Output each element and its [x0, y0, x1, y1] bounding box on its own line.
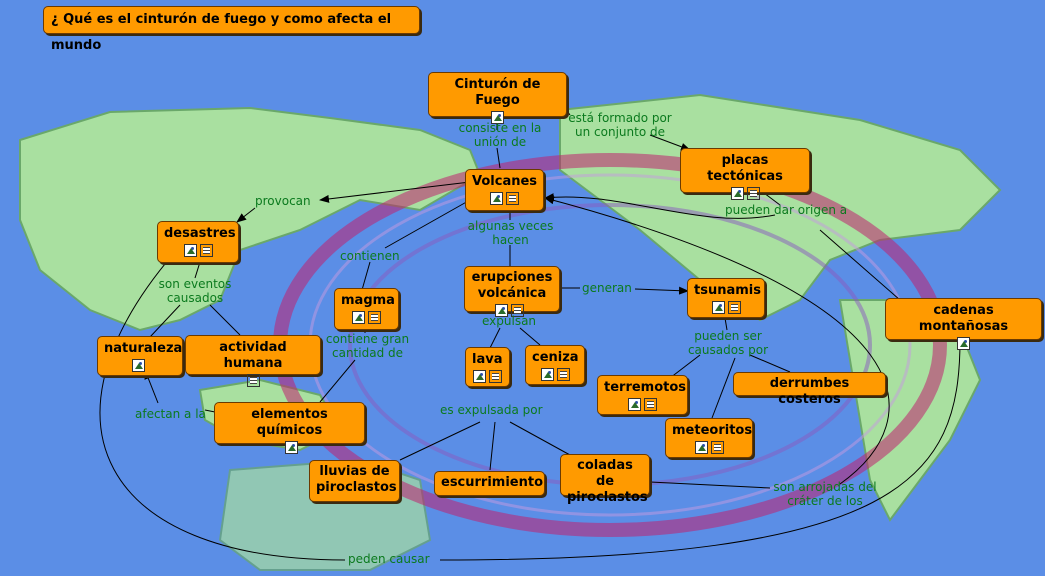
concept-label: tsunamis [694, 283, 761, 298]
concept-label: lava [472, 352, 503, 367]
concept-naturaleza[interactable]: naturaleza [97, 336, 183, 376]
concept-label: meteoritos [672, 423, 753, 438]
concept-tsunamis[interactable]: tsunamis [687, 278, 765, 318]
concept-label: cadenas montañosas [918, 303, 1009, 334]
link-label-expulsan: expulsan [482, 314, 537, 328]
image-icon[interactable] [730, 187, 744, 200]
concept-label: elementos químicos [251, 407, 328, 438]
concept-label: actividad humana [219, 340, 287, 371]
image-icon[interactable] [957, 337, 970, 350]
concept-lava[interactable]: lava [465, 347, 510, 387]
image-icon[interactable] [285, 441, 298, 454]
document-icon[interactable] [368, 311, 381, 324]
link-label-arrojadas: son arrojadas del cráter de los [773, 480, 877, 508]
document-icon[interactable] [746, 187, 760, 200]
concept-desastres[interactable]: desastres [157, 221, 239, 263]
link-label-peden: peden causar [348, 552, 430, 566]
concept-label: lluvias de piroclastos [316, 464, 397, 495]
link-label-afectan: afectan a la [135, 407, 206, 421]
document-icon[interactable] [199, 244, 213, 257]
image-icon[interactable] [132, 359, 145, 372]
concept-volcanes[interactable]: Volcanes [465, 169, 544, 211]
image-icon[interactable] [694, 441, 708, 454]
link-label-provocan: provocan [255, 194, 311, 208]
document-icon[interactable] [556, 368, 570, 381]
concept-terremotos[interactable]: terremotos [597, 375, 688, 415]
link-label-contienen: contienen [340, 249, 400, 263]
concept-elementos-quimicos[interactable]: elementos químicos [214, 402, 365, 454]
concept-label: magma [341, 293, 395, 308]
image-icon[interactable] [183, 244, 197, 257]
image-icon[interactable] [628, 398, 641, 411]
image-icon[interactable] [491, 111, 504, 124]
concept-cinturon-de-fuego[interactable]: Cinturón de Fuego [428, 72, 567, 124]
concept-lluvias-de-piroclastos[interactable]: lluvias de piroclastos [309, 460, 400, 502]
erupciones-icons [495, 304, 524, 317]
concept-label: naturaleza [104, 341, 183, 356]
document-icon[interactable] [644, 398, 657, 411]
concept-label: coladas de piroclastos [567, 458, 648, 505]
image-icon[interactable] [495, 304, 508, 317]
document-icon[interactable] [710, 441, 724, 454]
concept-coladas-de-piroclastos[interactable]: coladas de piroclastos [560, 454, 650, 505]
link-label-eventos: son eventos causados [158, 277, 232, 305]
concept-label: ceniza [532, 350, 579, 365]
image-icon[interactable] [352, 311, 365, 324]
link-label-consiste: consiste en la unión de [458, 121, 542, 149]
link-label-causados: pueden ser causados por [687, 329, 769, 357]
concept-label: erupciones volcánica [471, 270, 553, 301]
concept-cadenas-montanosas[interactable]: cadenas montañosas [885, 298, 1042, 350]
concept-label: placas tectónicas [707, 153, 783, 184]
concept-label: terremotos [604, 380, 687, 395]
document-icon[interactable] [511, 304, 524, 317]
link-label-pueden-origen: pueden dar origen a [725, 203, 848, 217]
link-label-expulsada: es expulsada por [440, 403, 543, 417]
document-icon[interactable] [246, 374, 260, 387]
concept-label: escurrimiento [441, 475, 544, 490]
asia-landmass [19, 106, 482, 332]
concept-label: derrumbes costeros [769, 376, 850, 407]
concept-magma[interactable]: magma [334, 288, 399, 330]
link-label-algunas: algunas veces hacen [467, 219, 554, 247]
concept-actividad-humana[interactable]: actividad humana [185, 335, 321, 387]
concept-label: desastres [164, 226, 236, 241]
north-america-landmass [559, 93, 1002, 322]
image-icon[interactable] [540, 368, 554, 381]
link-label-generan: generan [582, 281, 632, 295]
document-icon[interactable] [489, 370, 502, 383]
document-icon[interactable] [727, 301, 741, 314]
concept-meteoritos[interactable]: meteoritos [665, 418, 753, 458]
concept-ceniza[interactable]: ceniza [525, 345, 585, 385]
concept-label: Volcanes [472, 174, 538, 189]
concept-label: Cinturón de Fuego [454, 77, 541, 108]
concept-derrumbes-costeros[interactable]: derrumbes costeros [733, 372, 886, 407]
page-title: ¿ Qué es el cinturón de fuego y como afe… [43, 6, 420, 53]
concept-placas-tectonicas[interactable]: placas tectónicas [680, 148, 810, 200]
image-icon[interactable] [490, 192, 503, 205]
link-label-contiene-gran: contiene gran cantidad de [325, 332, 410, 360]
image-icon[interactable] [711, 301, 725, 314]
link-label-formado: está formado por un conjunto de [568, 111, 672, 139]
concept-escurrimiento[interactable]: escurrimiento [434, 471, 545, 496]
document-icon[interactable] [506, 192, 519, 205]
image-icon[interactable] [473, 370, 486, 383]
